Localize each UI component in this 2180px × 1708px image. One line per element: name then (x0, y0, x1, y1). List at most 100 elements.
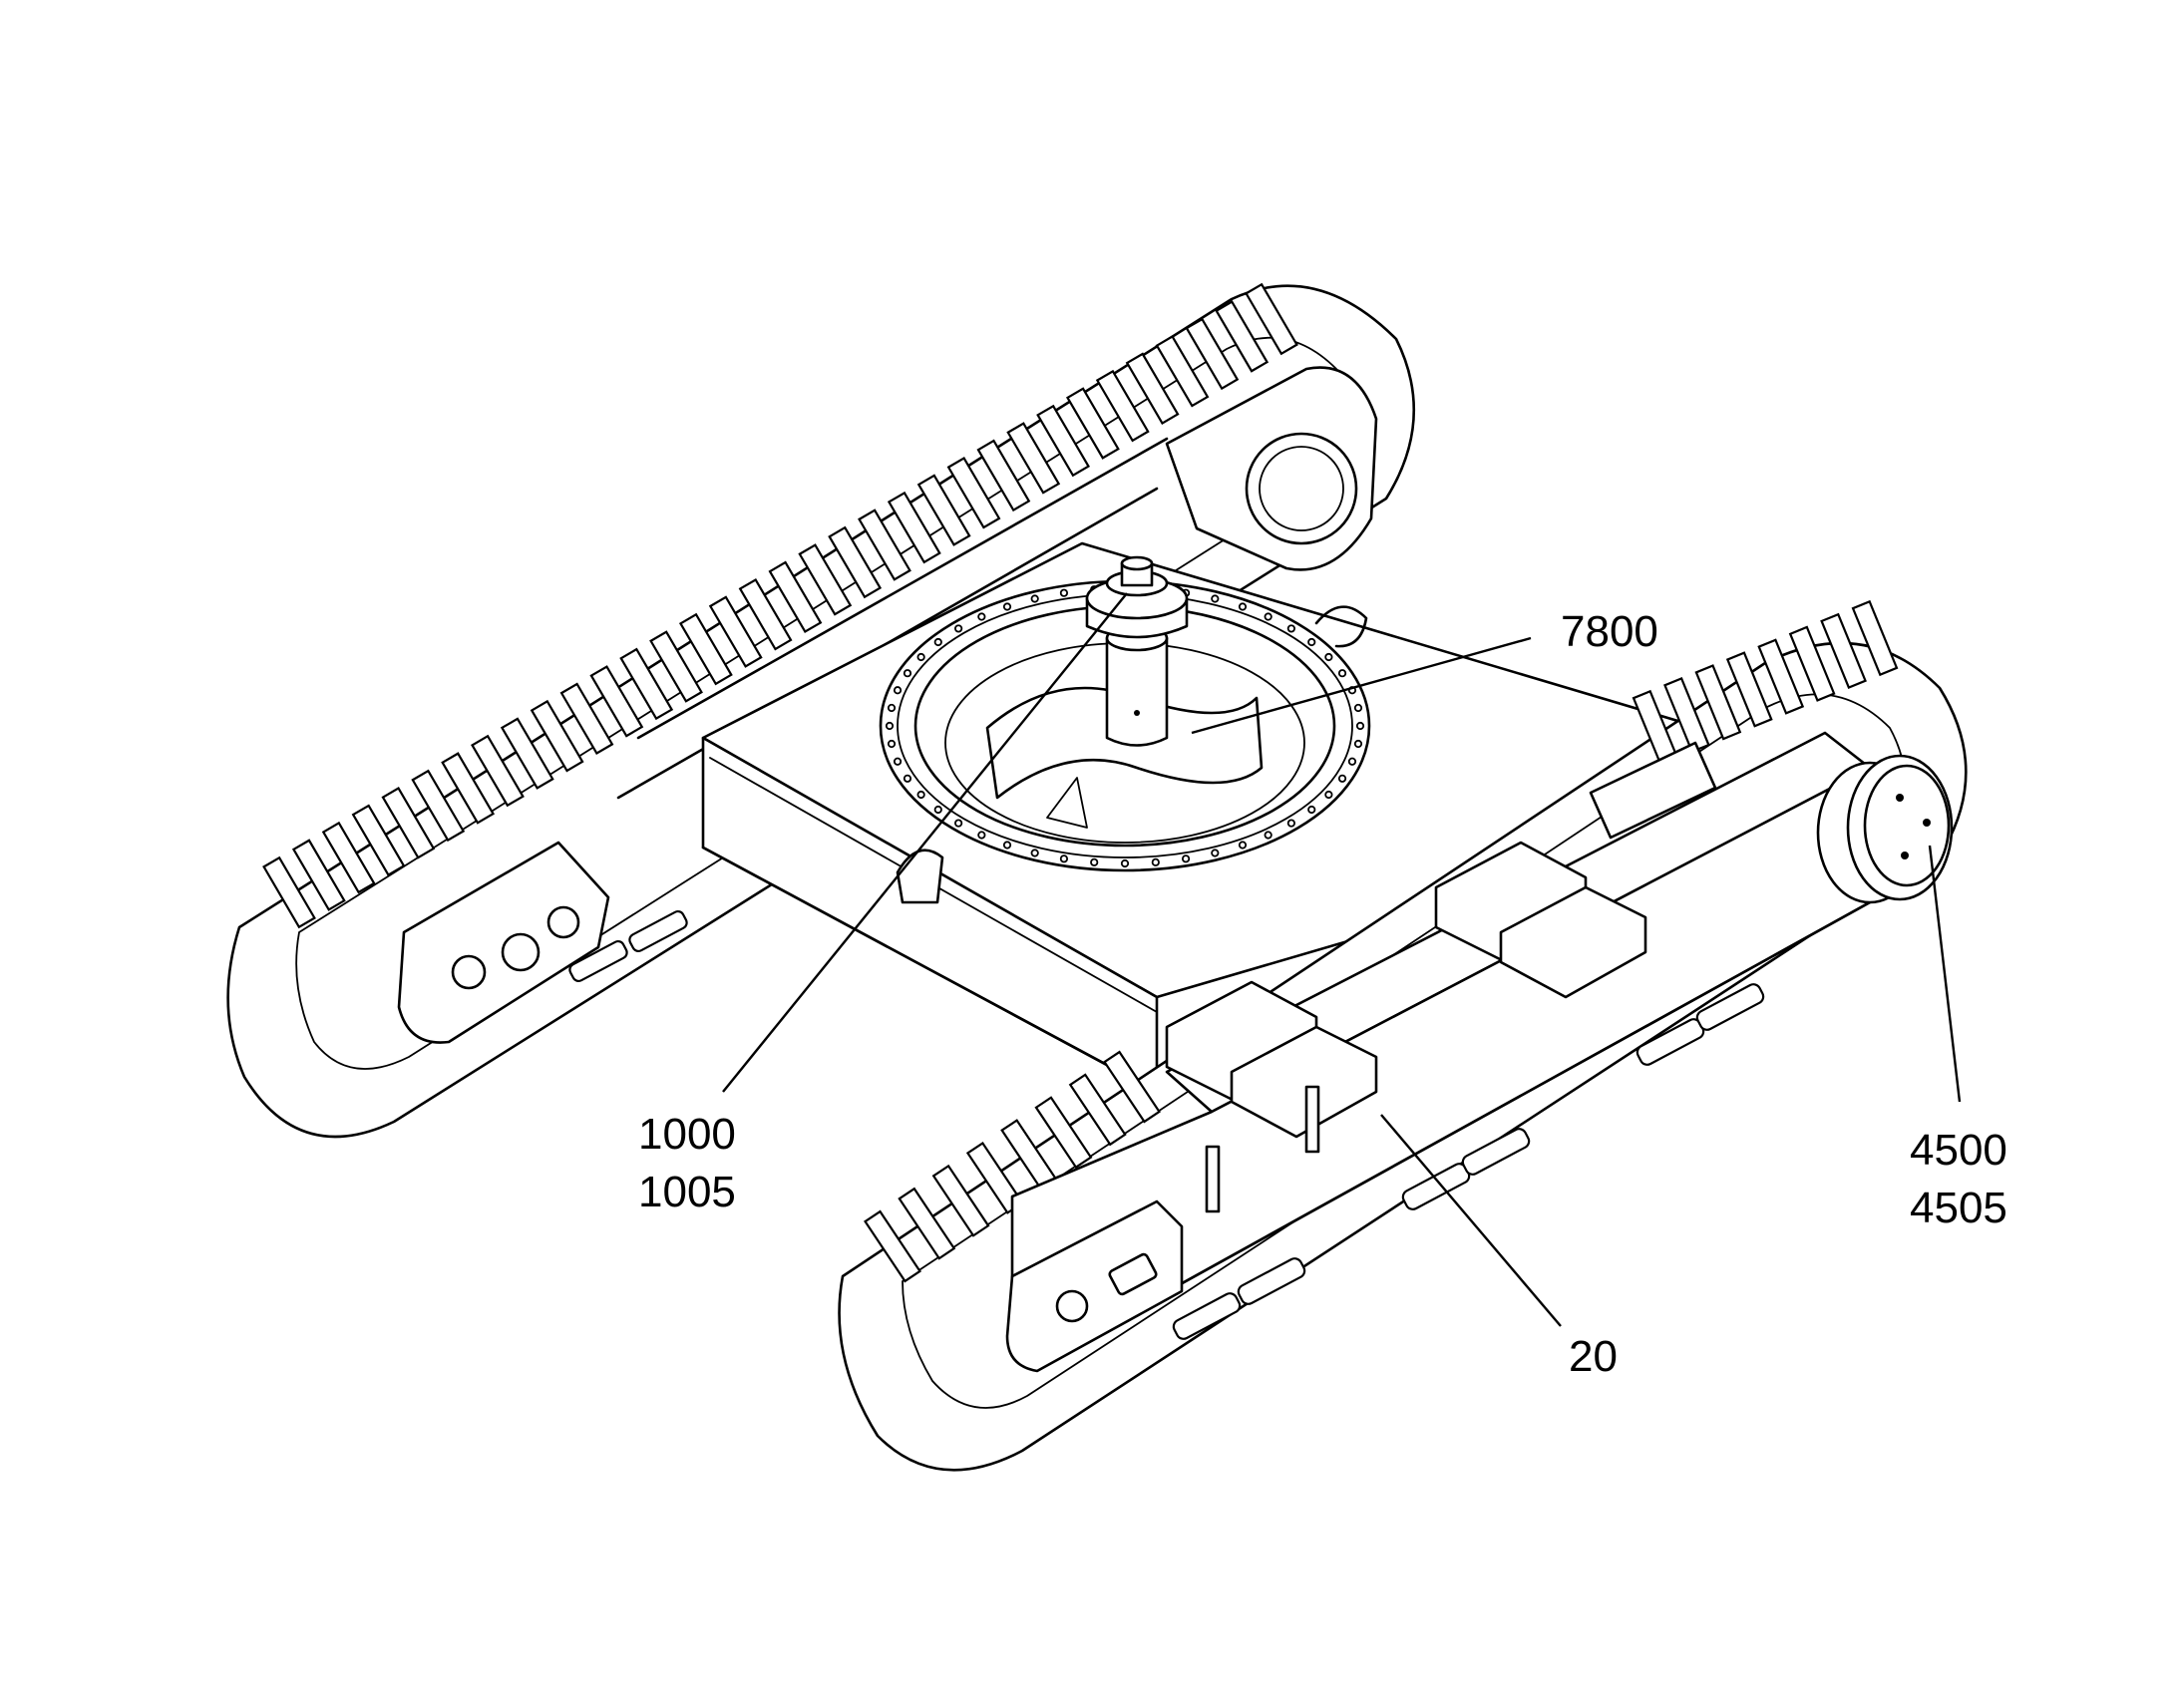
callout-1005: 1005 (638, 1168, 736, 1216)
left-idler-hole (451, 954, 487, 990)
left-track-shoe (500, 717, 554, 790)
ring-bolt-hole (1059, 588, 1069, 597)
left-idler-hole-2 (546, 905, 580, 939)
left-idler-bolt (501, 932, 541, 972)
ring-bolt-hole (1353, 703, 1363, 713)
ring-bolt-hole (1307, 805, 1316, 815)
ring-bolt-hole (1090, 857, 1099, 866)
ring-bolt-hole (1059, 854, 1069, 863)
right-track-front-shoe (931, 1164, 990, 1237)
left-track-shoe (351, 804, 406, 876)
ring-bolt-hole (1355, 721, 1365, 731)
left-roller-2 (628, 909, 688, 953)
drive-motor-cover (1863, 764, 1951, 887)
ring-bolt-hole (977, 831, 986, 840)
ring-bolt-hole (903, 774, 912, 783)
right-roller-1 (1172, 1292, 1242, 1340)
right-roller-6 (1695, 983, 1765, 1031)
left-track-shoe (441, 752, 496, 825)
ring-bolt-hole (903, 669, 912, 678)
left-track-shoe (1245, 282, 1298, 356)
ring-bolt-hole (1264, 612, 1272, 621)
left-track-shoe (1125, 352, 1180, 425)
left-track-shoe (738, 577, 793, 651)
right-track-front-shoe (1068, 1073, 1127, 1147)
ring-bolt-hole (893, 686, 903, 695)
right-idler-hole (1055, 1289, 1089, 1323)
right-track-rear-shoe (1663, 676, 1710, 754)
ring-bolt-hole (1030, 849, 1039, 857)
left-frame-upper-edge (636, 437, 1169, 740)
drive-motor-bolt-1 (1896, 794, 1904, 802)
ring-bolt-hole (1030, 594, 1039, 603)
leader-1000 (722, 592, 1128, 1093)
right-track-front-shoe (1034, 1096, 1093, 1170)
right-track-front-shoe (1103, 1050, 1161, 1124)
left-track-shoe (858, 509, 911, 581)
left-track-shoe (887, 491, 941, 564)
ring-bolt-hole (1353, 739, 1363, 749)
left-track-shoe (649, 630, 703, 703)
right-track-rear-shoe (1851, 599, 1899, 677)
ring-bolt-hole (1286, 624, 1295, 633)
right-bottom-rollers (1172, 983, 1765, 1340)
ring-bolt-hole (916, 790, 925, 800)
ring-bolt-hole (1120, 858, 1130, 868)
callout-4500: 4500 (1910, 1126, 2007, 1175)
left-track-shoe (828, 525, 883, 599)
callout-7800: 7800 (1561, 607, 1658, 656)
right-track-rear-shoe (1788, 625, 1836, 702)
track-adjuster-blocks (1165, 841, 1647, 1139)
right-track-rear-shoe (1757, 638, 1805, 715)
frame-brackets (1205, 1085, 1320, 1213)
right-track-shoes (864, 599, 1899, 1283)
ring-bolt-hole (1238, 841, 1248, 850)
ring-bolt-hole (887, 739, 897, 749)
ring-bolt-hole (954, 819, 963, 828)
left-track-shoe (411, 769, 466, 843)
ring-bolt-hole (954, 624, 963, 633)
center-swivel-joint (1085, 555, 1189, 747)
left-track-shoe (1065, 387, 1120, 460)
right-track-front-shoe (864, 1209, 921, 1283)
ring-bolt-hole (885, 721, 895, 731)
callout-labels: 7800 1000 1005 4500 4505 20 (638, 607, 2007, 1381)
leader-7800 (1191, 636, 1532, 735)
drive-motor-bolt-2 (1923, 819, 1931, 827)
ring-bolt-hole (933, 805, 942, 815)
drive-motor-4500 (1816, 754, 1954, 904)
ring-bolt-hole (1286, 819, 1295, 828)
leader-4500 (1928, 845, 1962, 1103)
right-idler-slot (1108, 1252, 1158, 1296)
swing-inner-plate (985, 686, 1264, 800)
callout-20: 20 (1569, 1332, 1618, 1381)
ring-bolt-hole (1324, 790, 1333, 800)
ring-bolt-hole (1211, 849, 1220, 857)
left-track-shoe (291, 839, 346, 911)
right-track-assembly (838, 599, 1968, 1472)
ring-bolt-hole (1337, 774, 1347, 783)
rear-top-plate (1589, 741, 1717, 840)
left-track-shoe (708, 595, 763, 668)
left-track-shoe (946, 456, 1001, 529)
ring-bolt-hole (1347, 757, 1357, 766)
left-track-shoe (1215, 300, 1270, 373)
drive-motor-bolt-3 (1901, 852, 1909, 859)
left-track-shoe (1036, 404, 1090, 478)
swivel-body (1105, 636, 1169, 747)
ring-bolt-hole (1002, 602, 1012, 611)
right-track-rear-shoe (1725, 651, 1773, 728)
left-drive-sprocket-inner (1259, 446, 1344, 531)
ring-bolt-hole (1307, 637, 1316, 647)
ring-bolt-hole (1181, 854, 1191, 863)
right-idler-frame (1005, 1199, 1184, 1373)
ring-bolt-hole (1002, 841, 1012, 850)
carbody-lower-edge (701, 846, 1159, 1094)
swivel-cap-top (1120, 555, 1154, 571)
left-track-shoe (321, 821, 376, 894)
left-track-shoe (530, 699, 584, 773)
lifting-hook (1314, 605, 1368, 648)
ring-bolt-hole (1151, 857, 1160, 866)
left-track-shoe (381, 787, 436, 859)
